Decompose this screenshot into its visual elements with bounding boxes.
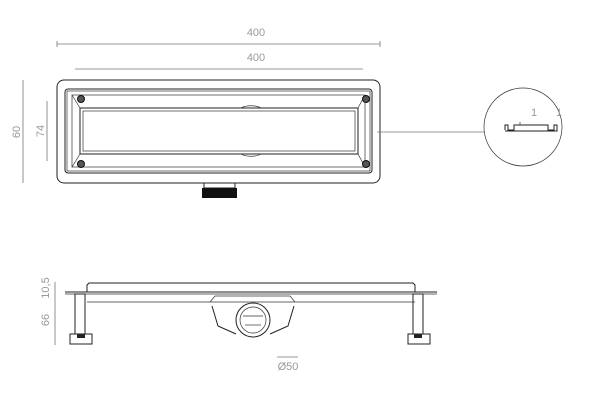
detail-label-left: 1 bbox=[531, 107, 537, 119]
dimension-outlet-diameter: Ø50 bbox=[277, 356, 299, 373]
overall-length-label: 400 bbox=[247, 27, 265, 39]
outlet-connector bbox=[203, 182, 236, 189]
overall-width-label: 60 bbox=[11, 126, 23, 138]
dimension-flange-height: 10,5 bbox=[40, 277, 56, 299]
grate-width-label: 74 bbox=[35, 125, 47, 137]
dimension-overall-width: 60 bbox=[11, 80, 24, 183]
outlet-connector-body bbox=[202, 188, 237, 198]
dimension-overall-length: 400 bbox=[56, 27, 381, 47]
drain-top-view bbox=[56, 79, 381, 198]
profile-detail: 1 1 bbox=[377, 87, 563, 167]
screw-icon bbox=[77, 95, 85, 103]
detail-label-right: 1 bbox=[556, 107, 562, 119]
dimension-grate-length: 400 bbox=[75, 52, 363, 70]
outlet-diameter-label: Ø50 bbox=[278, 361, 299, 373]
flange-height-label: 10,5 bbox=[40, 277, 52, 298]
dimension-body-height: 66 bbox=[40, 293, 56, 345]
grate-length-label: 400 bbox=[247, 52, 265, 64]
dimension-grate-width: 74 bbox=[35, 101, 48, 161]
drain-side-view bbox=[65, 282, 437, 345]
screw-icon bbox=[362, 160, 370, 168]
screw-icon bbox=[362, 95, 370, 103]
screw-icon bbox=[77, 160, 85, 168]
body-height-label: 66 bbox=[40, 314, 52, 326]
